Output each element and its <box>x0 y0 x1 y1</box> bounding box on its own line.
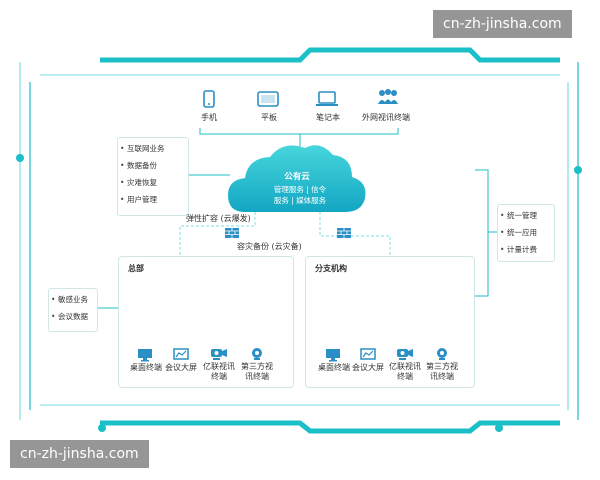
list-item: 灾难恢复 <box>118 174 188 191</box>
branch-cloud-line1: 媒体服务 | 网关服 <box>357 302 417 311</box>
device-label-laptop: 笔记本 <box>316 113 340 122</box>
chart-screen-icon <box>173 347 189 366</box>
branch-terminal-camera-label: 亿联视讯终端 <box>389 362 421 381</box>
hq-box <box>118 256 294 388</box>
frame-dot-right <box>574 166 582 174</box>
watermark-top: cn-zh-jinsha.com <box>433 10 572 38</box>
tablet-icon <box>257 91 279 111</box>
public-to-hq <box>179 212 256 262</box>
branch-cloud-title: 私有云 <box>374 289 400 299</box>
frame-dot-left <box>16 154 24 162</box>
hq-cloud-line1: 媒体服务 | 网关服 <box>170 302 230 311</box>
people-icon <box>377 88 399 112</box>
hq-cloud-line2: 务 | 录播服务 <box>177 313 223 322</box>
monitor-icon <box>325 347 341 366</box>
public-cloud-line2: 服务 | 媒体服务 <box>273 196 327 205</box>
device-label-tablet: 平板 <box>261 113 277 122</box>
frame-dot-bl <box>98 424 106 432</box>
branch-title: 分支机构 <box>315 264 347 273</box>
right-list: 统一管理 统一应用 计量计费 <box>497 204 555 262</box>
branch-cloud-line2: 务 | 录播服务 <box>364 313 410 322</box>
branch-terminal-screen-label: 会议大屏 <box>352 363 384 372</box>
public-to-branch <box>319 212 391 262</box>
public-cloud-line1: 管理服务 | 信令 <box>273 185 327 194</box>
frame-top-bar <box>100 47 560 63</box>
hq-terminal-screen-label: 会议大屏 <box>165 363 197 372</box>
list-item: 敏感业务 <box>49 291 97 308</box>
camera-icon <box>210 346 228 365</box>
list-item: 统一应用 <box>498 224 554 241</box>
list-item: 数据备份 <box>118 157 188 174</box>
list-item: 计量计费 <box>498 241 554 258</box>
laptop-icon <box>315 91 339 111</box>
watermark-bottom: cn-zh-jinsha.com <box>10 440 149 468</box>
branch-terminal-thirdparty-label: 第三方视讯终端 <box>426 362 458 381</box>
list-item: 互联网业务 <box>118 140 188 157</box>
firewall-icon <box>337 228 351 238</box>
firewall-icon <box>225 228 239 238</box>
camera-icon <box>396 346 414 365</box>
elastic-label: 弹性扩容 (云爆发) <box>186 214 251 223</box>
phone-icon <box>202 90 216 112</box>
hq-terminal-thirdparty-label: 第三方视讯终端 <box>241 362 273 381</box>
backup-label: 容灾备份 (云灾备) <box>237 242 302 251</box>
monitor-icon <box>137 347 153 366</box>
public-cloud-shape <box>228 145 366 212</box>
hq-terminal-camera-label: 亿联视讯终端 <box>203 362 235 381</box>
devices-bracket <box>199 128 399 135</box>
webcam-icon <box>435 346 449 365</box>
chart-screen-icon <box>360 347 376 366</box>
hq-title: 总部 <box>128 264 144 273</box>
list-item: 会议数据 <box>49 308 97 325</box>
frame-bottom-bar <box>100 420 560 434</box>
webcam-icon <box>250 346 264 365</box>
device-label-video-terminal: 外网视讯终端 <box>362 113 410 122</box>
device-label-phone: 手机 <box>201 113 217 122</box>
branch-box <box>305 256 475 388</box>
left-mid-list: 敏感业务 会议数据 <box>48 288 98 332</box>
frame-dot-br <box>495 424 503 432</box>
branch-terminal-desktop-label: 桌面终端 <box>318 363 350 372</box>
list-item: 统一管理 <box>498 207 554 224</box>
left-top-list: 互联网业务 数据备份 灾难恢复 用户管理 <box>117 137 189 216</box>
right-bracket <box>475 169 489 297</box>
hq-terminal-desktop-label: 桌面终端 <box>130 363 162 372</box>
hq-cloud-title: 私有云 <box>187 289 213 299</box>
list-item: 用户管理 <box>118 191 188 208</box>
public-cloud-title: 公有云 <box>284 172 310 182</box>
